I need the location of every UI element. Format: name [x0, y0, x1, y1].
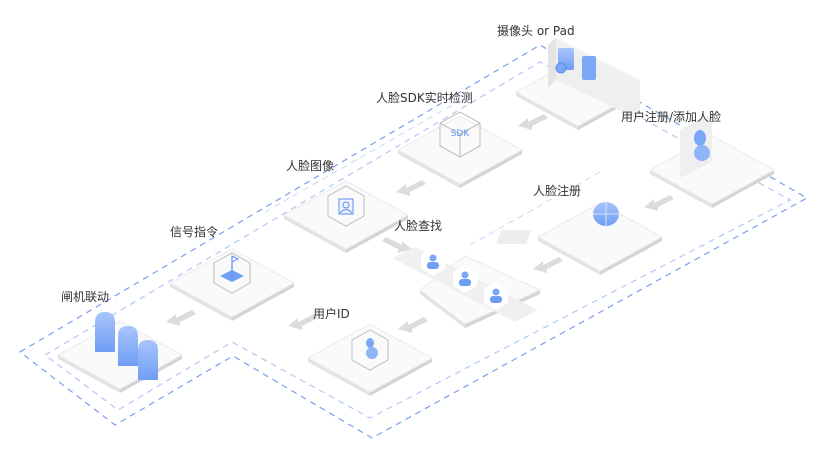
camera-node-art — [548, 38, 640, 120]
search-user-icon — [484, 282, 508, 310]
label-face-image: 人脸图像 — [286, 159, 335, 173]
label-sdk: 人脸SDK实时检测 — [376, 91, 473, 105]
label-face-search: 人脸查找 — [394, 219, 443, 233]
platform-user-id — [306, 323, 434, 396]
user-cube-icon — [351, 329, 389, 371]
platform-face-image — [282, 180, 410, 253]
flow-arrow-icon — [398, 317, 428, 333]
tablet-icon — [582, 56, 596, 80]
portrait-icon — [327, 185, 365, 227]
search-user-icon — [453, 265, 477, 293]
flow-arrow-icon — [396, 180, 426, 196]
label-gate: 闸机联动 — [61, 290, 110, 304]
flow-arrow-icon — [382, 237, 412, 253]
label-signal: 信号指令 — [170, 225, 219, 239]
user-icon — [680, 113, 712, 178]
flow-arrow-icon — [288, 314, 318, 330]
flow-arrow-icon — [518, 114, 548, 130]
face-scan-icon — [496, 202, 619, 244]
turnstile-icon — [95, 312, 158, 380]
user-list-icon — [392, 247, 538, 322]
label-face-register: 人脸注册 — [533, 184, 582, 198]
label-camera: 摄像头 or Pad — [497, 24, 575, 38]
dashed-boundary-inner — [43, 61, 792, 419]
flow-arrows — [166, 114, 674, 333]
sdk-icon-text: SDK — [451, 129, 471, 139]
sdk-cube-icon — [439, 111, 481, 158]
dashed-boundary-middle — [264, 94, 601, 246]
gate-panel — [118, 326, 138, 366]
flow-arrow-icon — [166, 310, 196, 326]
flow-arrow-icon — [644, 195, 674, 211]
platform-signal — [168, 248, 296, 321]
label-user-id: 用户ID — [313, 307, 350, 321]
platform-face-register — [536, 202, 664, 275]
flag-icon — [213, 252, 251, 294]
dashed-boundary-outer — [18, 44, 809, 439]
search-user-icon — [421, 248, 445, 276]
gate-panel — [95, 312, 115, 352]
label-register-user: 用户注册/添加人脸 — [621, 110, 722, 124]
flow-arrow-icon — [533, 257, 563, 273]
gate-panel — [138, 340, 158, 380]
